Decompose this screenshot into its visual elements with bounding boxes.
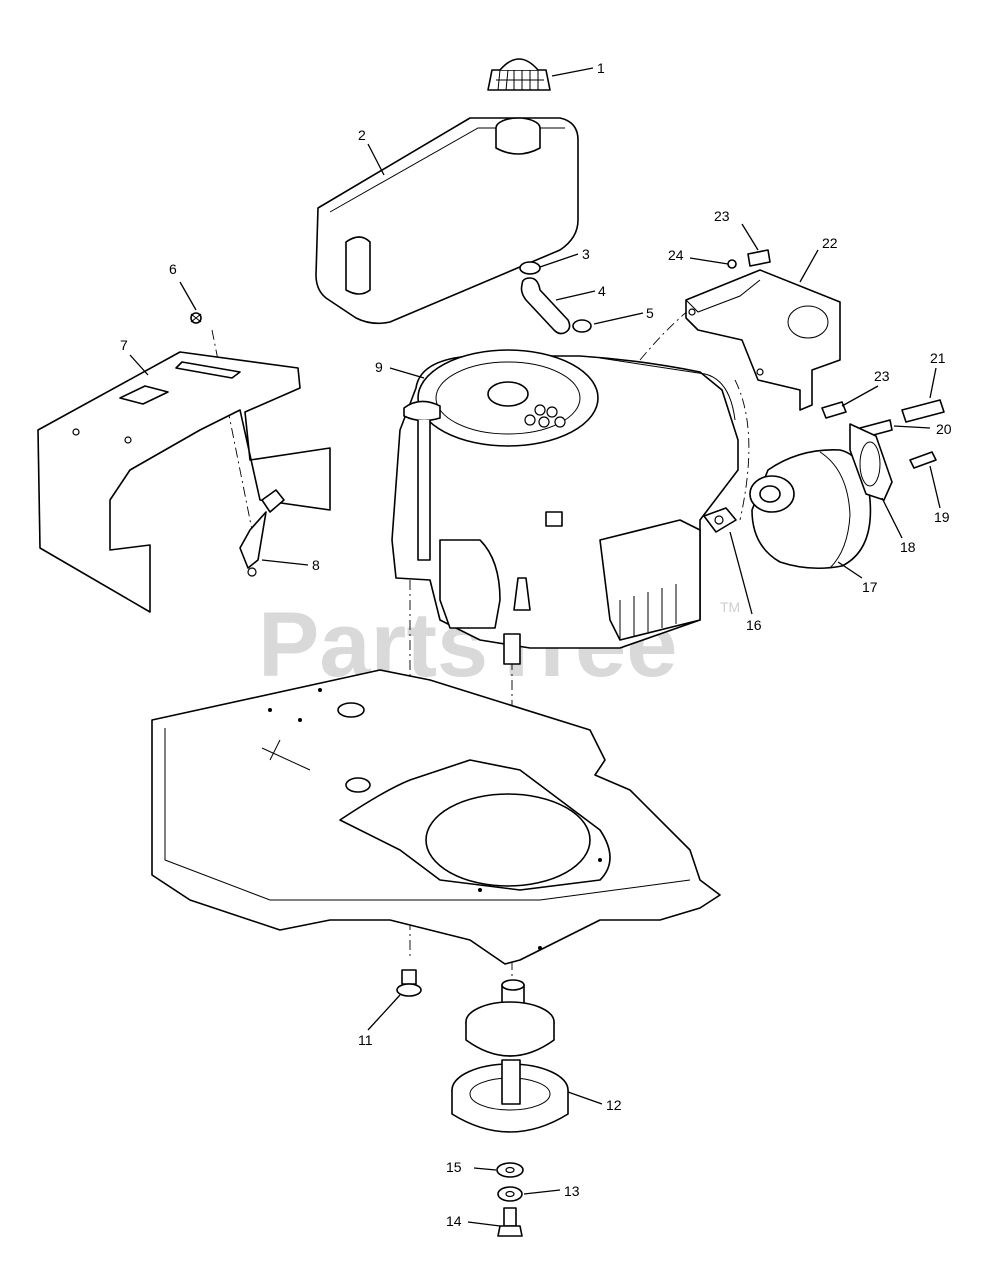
callout-22: 22 [822,235,838,251]
callout-8: 8 [312,557,320,573]
fuel-line-assembly [519,261,592,335]
callout-23-lower: 23 [874,368,890,384]
leader-lines [129,67,941,1227]
muffler-gasket [849,423,893,501]
callout-23-top: 23 [714,208,730,224]
callout-20: 20 [936,421,952,437]
bolt-assembly-20-21 [859,399,945,439]
callout-14: 14 [446,1213,462,1229]
callout-4: 4 [598,283,606,299]
washer-13 [497,1186,523,1202]
throttle-control [239,489,285,577]
callout-16: 16 [746,617,762,633]
screw-6 [190,312,202,324]
callout-2: 2 [358,127,366,143]
fuel-cap [487,58,551,91]
callout-17: 17 [862,579,878,595]
callout-5: 5 [646,305,654,321]
washer-15 [496,1162,524,1178]
callout-12: 12 [606,1097,622,1113]
callout-13: 13 [564,1183,580,1199]
bolt-23-lower [821,401,847,419]
callout-19: 19 [934,509,950,525]
callout-15: 15 [446,1159,462,1175]
callout-6: 6 [169,261,177,277]
fuel-tank [315,117,579,325]
engine-pulley [451,979,569,1133]
callout-11: 11 [358,1032,373,1048]
engine [391,349,739,665]
dash-panel-bracket [37,351,331,613]
callout-9: 9 [375,359,383,375]
callout-1: 1 [597,60,605,76]
bolt-11 [396,969,422,997]
callout-3: 3 [582,246,590,262]
frame-deck [151,669,721,965]
callout-labels: 1 2 3 4 5 6 7 8 9 11 12 13 14 15 16 17 1… [120,60,952,1229]
callout-7: 7 [120,337,128,353]
muffler [749,449,872,570]
callout-21: 21 [930,350,946,366]
exhaust-gasket [703,507,737,533]
muffler-bracket [685,249,841,411]
watermark-trademark: TM [720,599,740,615]
callout-18: 18 [900,539,916,555]
bolt-14 [497,1207,523,1237]
callout-24: 24 [668,247,684,263]
bolt-19 [909,451,937,469]
